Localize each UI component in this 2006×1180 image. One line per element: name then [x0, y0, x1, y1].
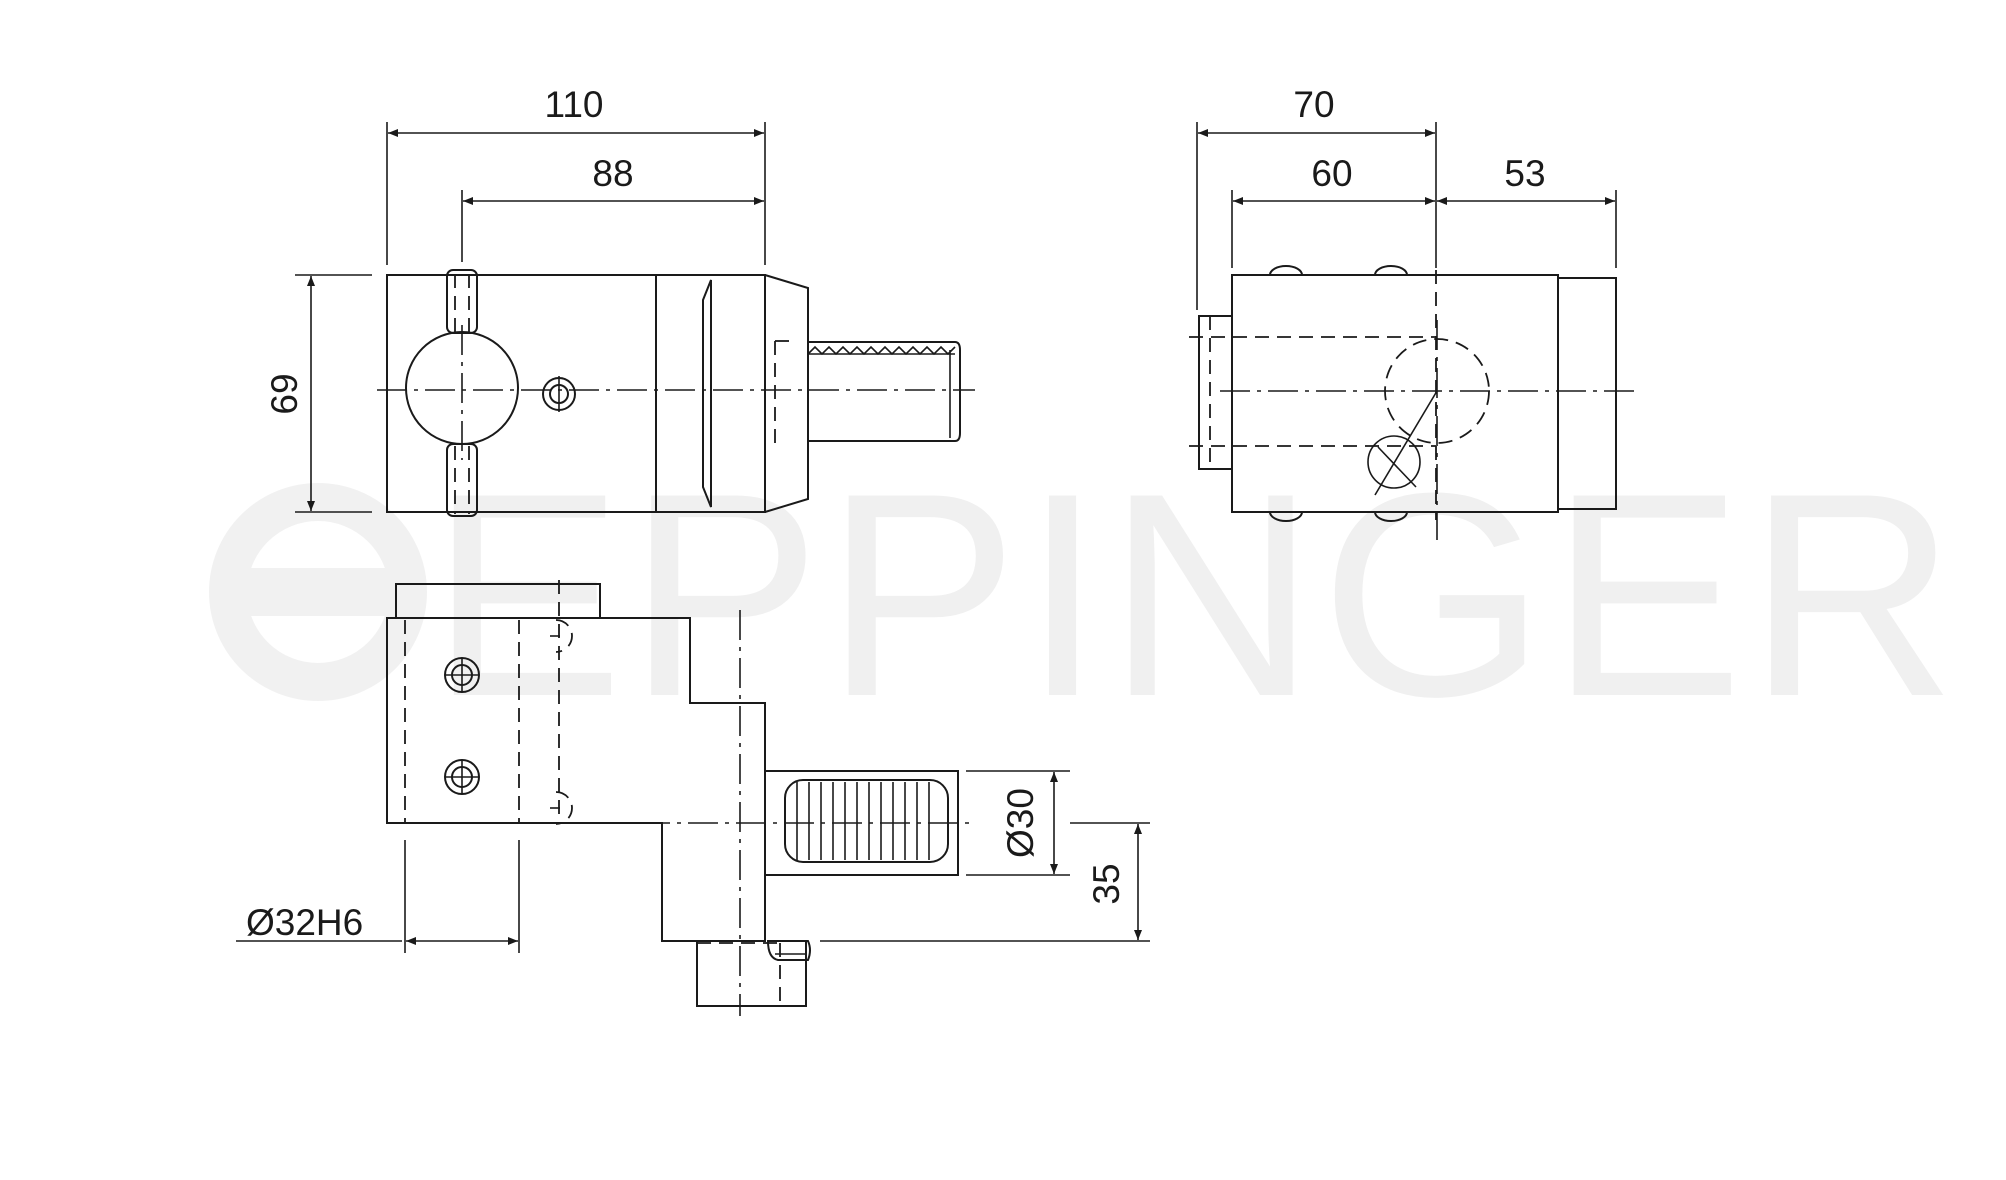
dim-side-body: 60	[1311, 153, 1352, 194]
dim-side-width: 70	[1293, 84, 1334, 125]
dim-overall-length: 110	[545, 84, 604, 125]
dim-shank-offset: 88	[592, 153, 633, 194]
dim-side-depth: 53	[1504, 153, 1545, 194]
watermark-logo-icon	[209, 483, 427, 701]
front-view	[236, 580, 1150, 1016]
dim-body-height: 69	[264, 373, 305, 414]
side-view	[1189, 122, 1636, 540]
dim-tool-bore: Ø32H6	[246, 902, 363, 943]
top-view	[295, 122, 975, 517]
watermark: EPPINGER	[209, 433, 1961, 757]
watermark-text: EPPINGER	[430, 433, 1961, 757]
dim-shank-diameter: Ø30	[1000, 788, 1041, 858]
dim-center-height: 35	[1086, 863, 1127, 904]
